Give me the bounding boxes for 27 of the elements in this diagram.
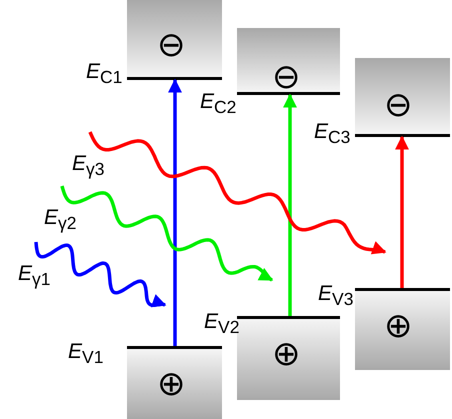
photon-wave-arrow [60, 186, 274, 282]
valence-band [237, 316, 340, 400]
excitation-arrow [395, 136, 409, 288]
energy-level-label: E$_{V3}$ [318, 282, 354, 312]
electron-symbol: ⊖ [384, 88, 412, 122]
energy-level-label: E$_{V1}$ [68, 340, 104, 370]
conduction-band [355, 58, 450, 137]
hole-symbol: ⊕ [272, 337, 300, 371]
energy-level-label: E$_{C2}$ [200, 90, 236, 120]
hole-symbol: ⊕ [157, 367, 186, 401]
photon-energy-label: E$_{γ1}$ [18, 262, 50, 292]
photon-energy-label: E$_{γ3}$ [72, 152, 104, 182]
conduction-band [237, 28, 340, 95]
energy-level-label: E$_{C1}$ [86, 60, 122, 90]
electron-symbol: ⊖ [272, 60, 300, 94]
conduction-band [127, 0, 222, 80]
energy-level-label: E$_{C3}$ [314, 120, 350, 150]
excitation-arrow [283, 94, 297, 316]
photon-energy-label: E$_{γ2}$ [44, 206, 76, 236]
valence-band [355, 288, 450, 370]
photon-wave-arrow [88, 131, 386, 254]
electron-symbol: ⊖ [157, 28, 186, 62]
hole-symbol: ⊕ [384, 309, 412, 343]
valence-band [127, 346, 222, 419]
energy-level-label: E$_{V2}$ [204, 310, 240, 340]
photon-wave-arrow [34, 242, 166, 308]
excitation-arrow [168, 78, 182, 346]
